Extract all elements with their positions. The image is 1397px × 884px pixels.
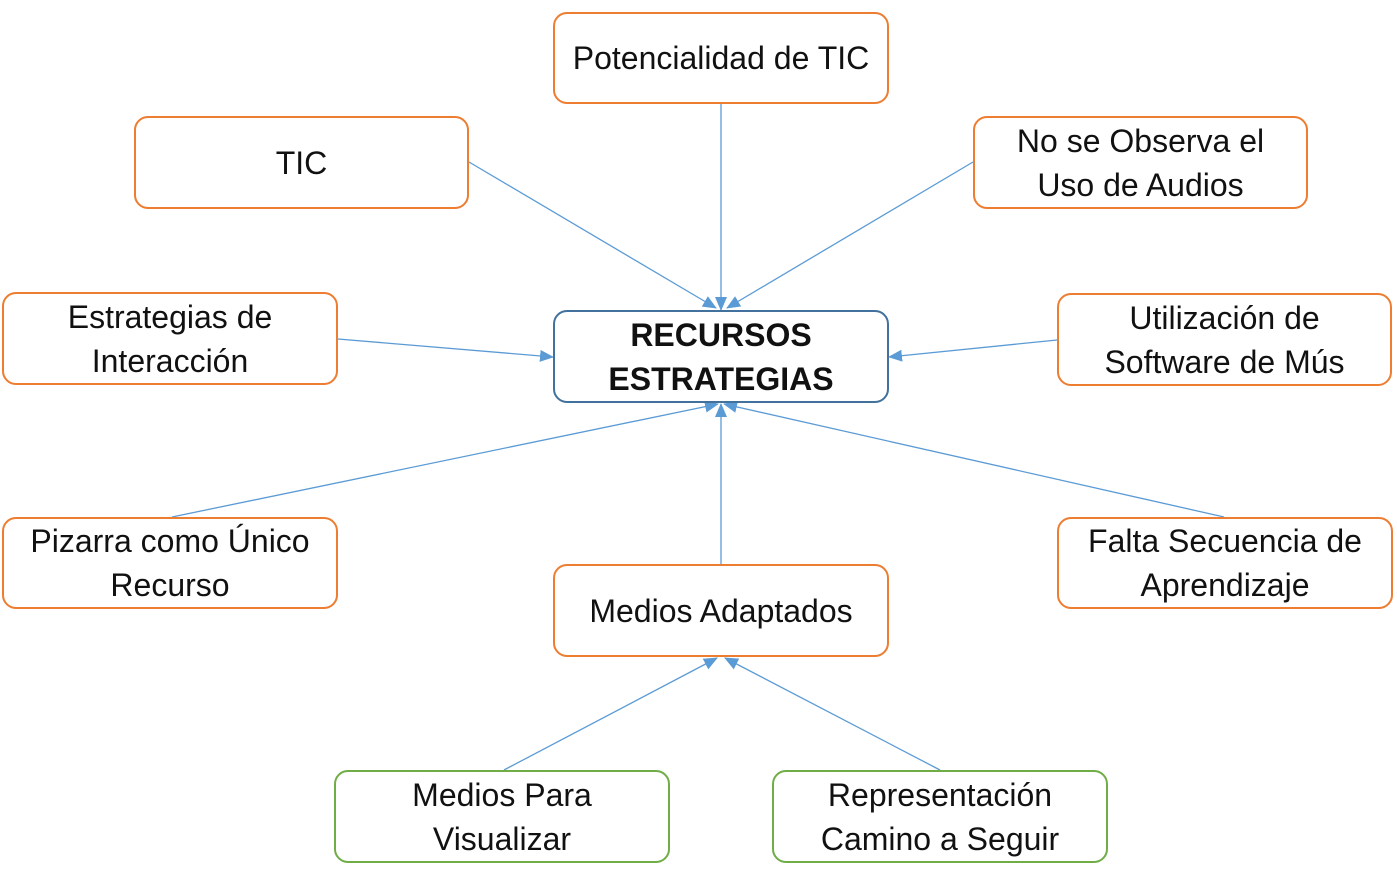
node-label: Pizarra como Único Recurso [30,523,310,603]
node-label: Utilización de Software de Mús [1104,299,1345,380]
node-utilizacion-software[interactable]: Utilización de Software de Mús [1057,293,1392,386]
node-no-se-observa-audios[interactable]: No se Observa el Uso de Audios [973,116,1308,209]
node-potencialidad-tic[interactable]: Potencialidad de TIC [553,12,889,104]
node-label: Estrategias de Interacción [67,298,273,379]
node-medios-adaptados[interactable]: Medios Adaptados [553,564,889,657]
connector-representacion-to-medios-adaptados [724,657,941,771]
connector-falta-secuencia-to-center [723,401,1225,518]
node-medios-visualizar[interactable]: Medios Para Visualizar [334,770,670,863]
node-pizarra-unico-recurso[interactable]: Pizarra como Único Recurso [2,517,338,609]
node-label: No se Observa el Uso de Audios [1016,122,1265,203]
connector-medios-visualizar-to-medios-adaptados [503,657,718,771]
connector-pizarra-to-center [171,400,719,518]
connector-no-audios-to-center [726,161,974,309]
connector-software-musica-to-center [888,339,1058,362]
node-label: TIC [275,144,328,181]
node-tic[interactable]: TIC [134,116,469,209]
node-label: Medios Para Visualizar [412,776,592,857]
node-representacion-camino[interactable]: Representación Camino a Seguir [772,770,1108,863]
node-estrategias-interaccion[interactable]: Estrategias de Interacción [2,292,338,385]
node-label: Medios Adaptados [589,592,853,629]
node-label: Representación Camino a Seguir [820,776,1060,857]
node-recursos-estrategias[interactable]: RECURSOS ESTRATEGIAS [553,310,889,403]
node-label: Falta Secuencia de Aprendizaje [1088,523,1362,603]
node-falta-secuencia[interactable]: Falta Secuencia de Aprendizaje [1057,517,1393,609]
connector-estrategias-interaccion-to-center [337,338,554,362]
center-label: RECURSOS ESTRATEGIAS [608,316,834,397]
node-label: Potencialidad de TIC [572,40,870,76]
connector-tic-to-center [468,161,717,309]
